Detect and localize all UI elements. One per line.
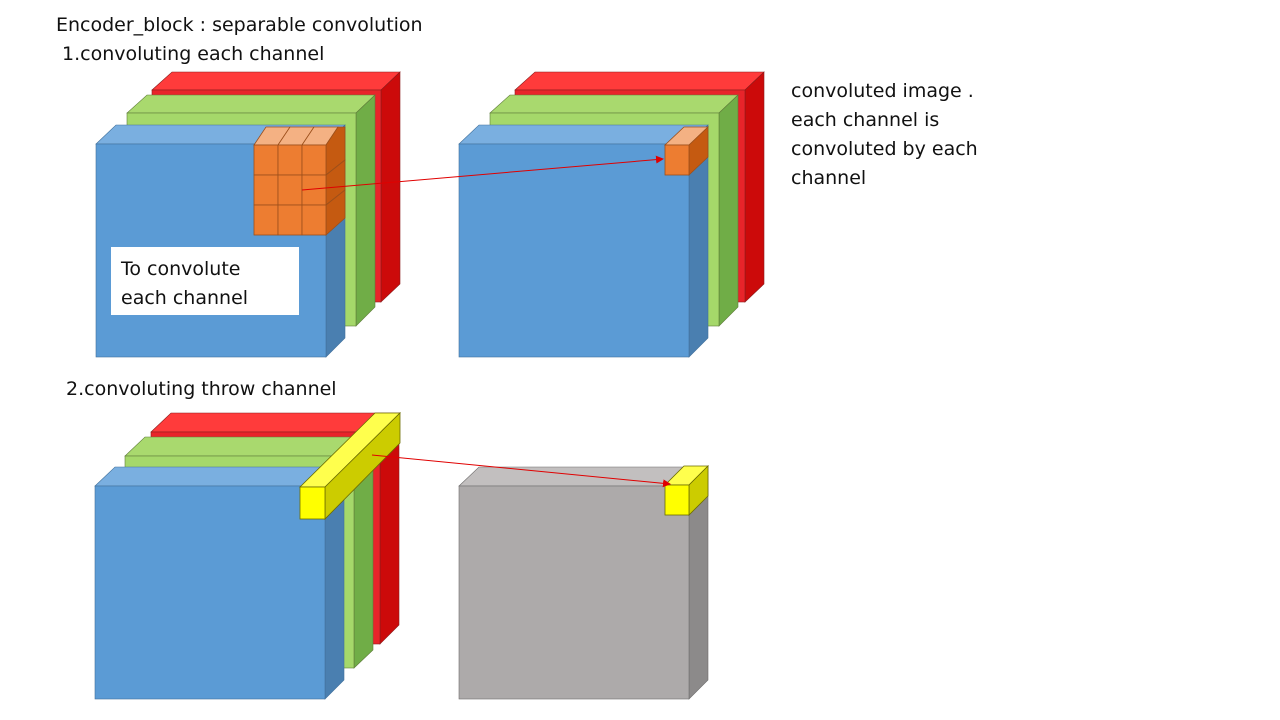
output-blue-channel — [458, 124, 709, 358]
note-line2: each channel is — [791, 109, 940, 131]
input-label-line1: To convolute — [121, 258, 241, 280]
pointwise-output-cell — [664, 465, 709, 516]
depthwise-output-cell — [663, 126, 710, 176]
step2-output-block — [458, 465, 709, 700]
step2-blue-channel — [94, 466, 345, 700]
step2-input-stack — [94, 412, 401, 700]
step2-label: 2.convoluting throw channel — [66, 378, 337, 400]
note-line3: convoluted by each — [791, 138, 978, 160]
step1-output-stack — [458, 71, 765, 358]
input-channel-label-box: To convolute each channel — [111, 247, 299, 315]
pointwise-kernel-bar — [299, 412, 401, 520]
step2-arrow — [371, 454, 671, 488]
note-line4: channel — [791, 167, 867, 189]
step1-arrow — [301, 155, 664, 191]
step1-label: 1.convoluting each channel — [62, 43, 325, 65]
convoluted-image-note: convoluted image . each channel is convo… — [791, 77, 978, 193]
depthwise-kernel-3x3 — [253, 126, 346, 236]
input-label-line2: each channel — [121, 287, 249, 309]
note-line1: convoluted image . — [791, 80, 974, 102]
diagram-title: Encoder_block : separable convolution — [56, 14, 423, 36]
